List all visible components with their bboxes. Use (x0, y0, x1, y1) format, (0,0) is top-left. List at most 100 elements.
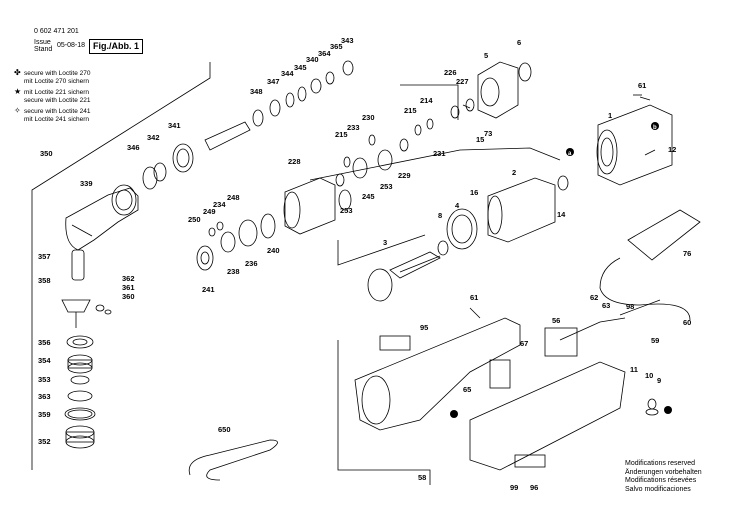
callout-348: 348 (250, 87, 263, 96)
callout-346: 346 (127, 143, 140, 152)
gear-236 (238, 219, 258, 247)
modifications-note: Modifications reserved Änderungen vorbeh… (625, 460, 702, 493)
marker-b-top (651, 122, 659, 130)
bearing-8 (437, 240, 449, 256)
ring-342 (153, 162, 167, 182)
part-number: 0 602 471 201 (34, 28, 79, 35)
bearing-6 (518, 62, 532, 82)
gear-238 (220, 231, 236, 253)
ring-253 (338, 189, 352, 211)
ring-353 (70, 375, 90, 385)
ring-359 (64, 407, 96, 421)
callout-253: 253 (380, 182, 393, 191)
callout-363: 363 (38, 392, 51, 401)
callout-343: 343 (341, 36, 354, 45)
switch-56 (544, 327, 578, 357)
callout-248: 248 (227, 193, 240, 202)
callout-67: 67 (520, 339, 528, 348)
callout-650: 650 (218, 425, 231, 434)
cable-60 (599, 257, 691, 321)
callout-364: 364 (318, 49, 331, 58)
callout-5: 5 (484, 51, 488, 60)
callout-227: 227 (456, 77, 469, 86)
callout-16: 16 (470, 188, 478, 197)
callout-350: 350 (40, 149, 53, 158)
callout-58: 58 (418, 473, 426, 482)
callout-215-lower: 215 (335, 130, 348, 139)
callout-361: 361 (122, 283, 135, 292)
callout-12: 12 (668, 145, 676, 154)
callout-339: 339 (80, 179, 93, 188)
callout-236: 236 (245, 259, 258, 268)
ring-240 (260, 213, 276, 239)
bevel-gear (61, 299, 91, 313)
callout-238: 238 (227, 267, 240, 276)
legend-item-loctite-241: ✧secure with Loctite 241 mit Loctite 241… (14, 106, 91, 124)
callout-249: 249 (203, 207, 216, 216)
loctite-270-icon: ✤ (14, 68, 21, 77)
callout-4: 4 (455, 201, 460, 210)
callout-62: 62 (590, 293, 598, 302)
callout-99: 99 (510, 483, 518, 492)
callout-233: 233 (347, 123, 360, 132)
label-99 (514, 454, 546, 468)
callout-253-lower: 253 (340, 206, 353, 215)
callout-342: 342 (147, 133, 160, 142)
callout-215: 215 (404, 106, 417, 115)
callout-14: 14 (557, 210, 566, 219)
angle-head-frame (31, 62, 211, 470)
marker-a-top (566, 148, 574, 156)
callout-353: 353 (38, 375, 51, 384)
callout-98: 98 (626, 302, 634, 311)
bearing-348 (252, 109, 264, 127)
callout-63: 63 (602, 301, 610, 310)
callout-61: 61 (638, 81, 646, 90)
callout-214: 214 (420, 96, 433, 105)
callout-6: 6 (517, 38, 521, 47)
callout-9: 9 (657, 376, 661, 385)
callout-352: 352 (38, 437, 51, 446)
callout-231: 231 (433, 149, 446, 158)
marker-b-label: b (653, 125, 657, 131)
callout-96: 96 (530, 483, 538, 492)
callout-229: 229 (398, 171, 411, 180)
loctite-241-icon: ✧ (14, 106, 21, 115)
callout-234: 234 (213, 200, 226, 209)
upper-frame-line (309, 147, 561, 181)
switch-65 (489, 359, 511, 389)
ring-4 (446, 208, 478, 250)
ring-356 (66, 335, 94, 349)
spindle-sleeve (71, 249, 85, 281)
bearing-241 (196, 245, 214, 271)
callout-59: 59 (651, 336, 659, 345)
callout-11: 11 (630, 365, 638, 374)
callout-359: 359 (38, 410, 51, 419)
screw-61-lower (469, 307, 481, 319)
handle-housing-lower (354, 317, 521, 431)
wire-clip-650 (188, 439, 278, 481)
callout-65: 65 (463, 385, 471, 394)
ring-229 (377, 149, 393, 171)
ring-gear-228 (284, 177, 336, 235)
issue-date: 05-08-18 (57, 42, 86, 49)
callout-341: 341 (168, 121, 181, 130)
gear-245 (352, 157, 368, 179)
ring-343 (342, 60, 354, 76)
callout-15: 15 (476, 135, 484, 144)
callout-365: 365 (330, 42, 343, 51)
shaft-341 (204, 121, 251, 151)
callout-10: 10 (645, 371, 653, 380)
callout-226: 226 (444, 68, 457, 77)
callout-2: 2 (512, 168, 516, 177)
marker-b-bottom (664, 406, 672, 414)
callout-344: 344 (281, 69, 294, 78)
legend-item-loctite-221: ★mit Loctite 221 sichern secure with Loc… (14, 87, 91, 105)
callout-labels: 1 2 3 4 5 6 8 9 10 11 12 14 15 16 56 58 … (38, 36, 691, 492)
callout-8: 8 (438, 211, 442, 220)
callout-241: 241 (202, 285, 215, 294)
loctite-221-icon: ★ (14, 87, 22, 96)
stand-label: Stand (34, 46, 53, 53)
gear-housing-5 (477, 61, 519, 119)
marker-a-bottom (450, 410, 458, 418)
